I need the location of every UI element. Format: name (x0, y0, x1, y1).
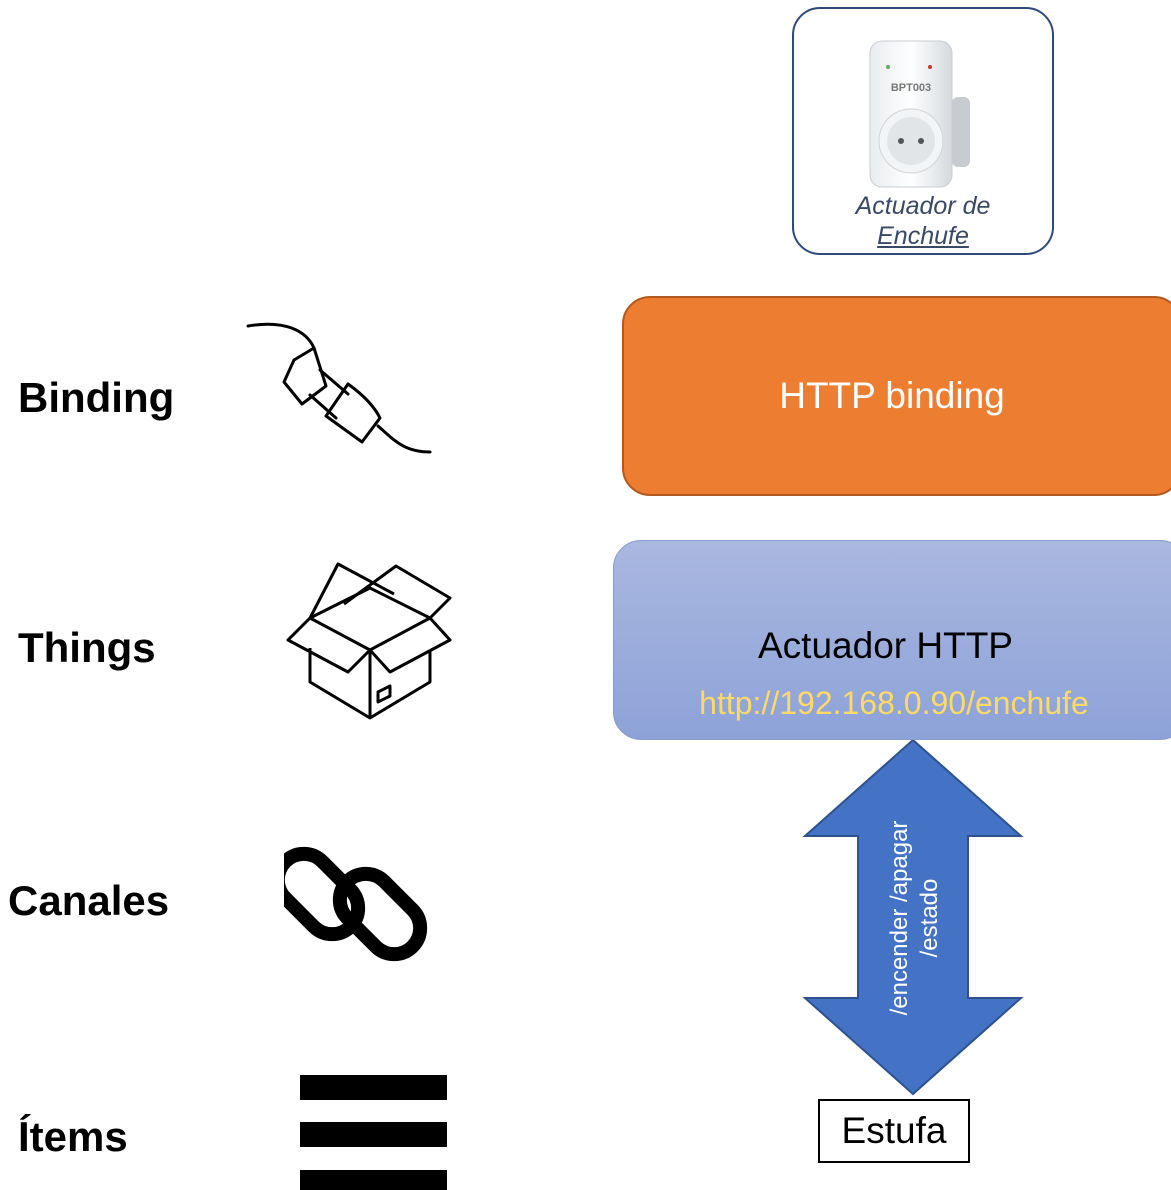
smart-plug-image: BPT003 (869, 40, 970, 188)
label-things: Things (18, 624, 156, 671)
thing-box: Actuador HTTP http://192.168.0.90/enchuf… (613, 540, 1171, 740)
chain-link-icon (284, 846, 428, 962)
label-canales: Canales (8, 877, 170, 924)
list-icon (300, 1075, 447, 1190)
estufa-box: Estufa (818, 1099, 970, 1163)
binding-box: HTTP binding (622, 296, 1171, 496)
arrow-label-line2: /estado (916, 879, 943, 958)
arrow-label-line1: /encender /apagar (886, 821, 913, 1016)
thing-title: Actuador HTTP (758, 625, 1013, 666)
thing-url: http://192.168.0.90/enchufe (699, 685, 1089, 721)
box-icon (286, 562, 452, 720)
binding-box-text: HTTP binding (779, 375, 1005, 416)
device-model: BPT003 (891, 82, 931, 94)
device-caption-line1: Actuador de (855, 192, 991, 220)
device-card: BPT003 Actuador de Enchufe (792, 7, 1054, 255)
device-caption: Actuador de Enchufe (794, 191, 1052, 251)
device-caption-line2: Enchufe (877, 222, 969, 250)
label-binding: Binding (18, 374, 175, 421)
double-arrow: /encender /apagar /estado (802, 740, 1024, 1096)
estufa-label: Estufa (841, 1110, 947, 1151)
label-items: Ítems (18, 1113, 128, 1160)
plug-icon (246, 322, 432, 454)
